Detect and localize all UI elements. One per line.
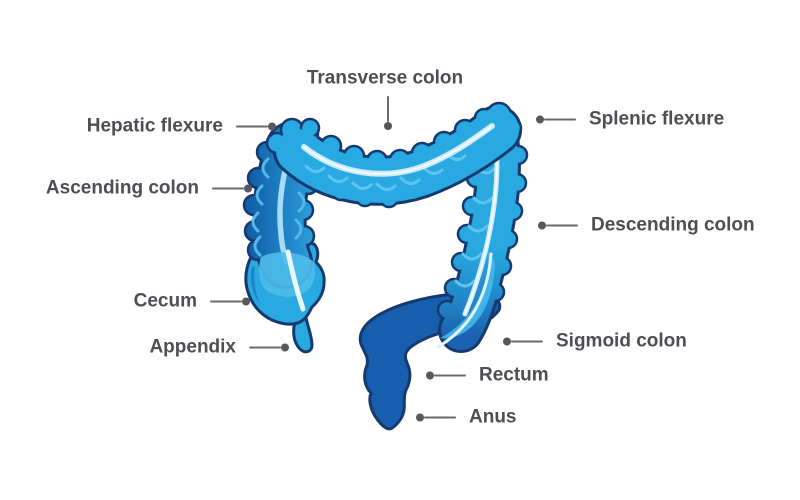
appendix-text: Appendix	[149, 336, 236, 358]
sigmoid-colon-connector-line	[511, 340, 543, 342]
splenic-flexure-connector-line	[544, 118, 576, 120]
cecum-connector-line	[210, 300, 242, 302]
hepatic-flexure-connector-dot	[268, 122, 276, 130]
label-sigmoid-colon: Sigmoid colon	[503, 332, 687, 351]
rectum-connector-dot	[426, 371, 434, 379]
descending-colon-text: Descending colon	[591, 214, 755, 236]
anus-connector-line	[424, 416, 456, 418]
label-cecum: Cecum	[134, 292, 250, 311]
ascending-colon-connector-line	[212, 187, 244, 189]
descending-colon-connector-line	[546, 224, 578, 226]
label-descending-colon: Descending colon	[538, 216, 755, 235]
ascending-colon-text: Ascending colon	[45, 177, 199, 199]
cecum-highlight	[250, 249, 315, 312]
appendix-connector-line	[249, 346, 281, 348]
cecum-text: Cecum	[133, 290, 197, 312]
label-splenic-flexure: Splenic flexure	[536, 110, 724, 129]
sigmoid-colon-text: Sigmoid colon	[556, 330, 687, 352]
appendix-connector-dot	[281, 343, 289, 351]
label-transverse-colon: Transverse colon	[306, 67, 464, 89]
transverse-colon-connector-line	[387, 96, 389, 122]
label-appendix: Appendix	[149, 338, 289, 357]
hepatic-flexure-connector-line	[236, 125, 268, 127]
ascending-colon-connector-dot	[244, 184, 252, 192]
descending-colon-connector-dot	[538, 221, 546, 229]
anus-text: Anus	[469, 406, 517, 428]
descending-colon-shape	[436, 110, 529, 353]
rectum-text: Rectum	[479, 364, 549, 386]
splenic-flexure-text: Splenic flexure	[589, 108, 725, 130]
hepatic-flexure-text: Hepatic flexure	[86, 115, 223, 137]
label-rectum: Rectum	[426, 366, 549, 385]
rectum-connector-line	[434, 374, 466, 376]
splenic-flexure-connector-dot	[536, 115, 544, 123]
cecum-connector-dot	[242, 297, 250, 305]
label-anus: Anus	[416, 408, 517, 427]
sigmoid-junction-highlight	[436, 250, 495, 349]
anus-connector-dot	[416, 413, 424, 421]
label-hepatic-flexure: Hepatic flexure	[87, 117, 276, 136]
transverse-colon-connector-dot	[384, 122, 392, 130]
label-ascending-colon: Ascending colon	[46, 179, 252, 198]
sigmoid-colon-connector-dot	[503, 337, 511, 345]
transverse-colon-shape	[265, 101, 523, 209]
appendix-shape	[292, 316, 314, 354]
